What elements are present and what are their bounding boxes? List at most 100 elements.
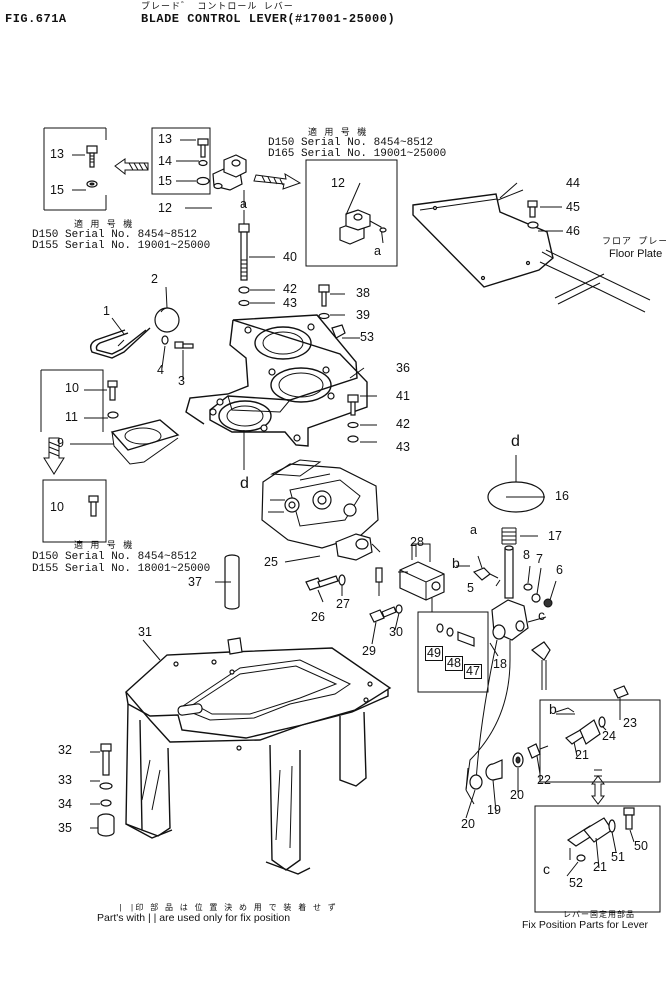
arrow-down-icon	[43, 437, 65, 475]
part-label: 35	[58, 821, 72, 835]
part-label: c	[538, 607, 545, 623]
inset-box-fix-parts	[534, 805, 661, 913]
serial-note-middle-1: D150 Serial No. 8454~8512	[268, 137, 434, 149]
part-label: 37	[188, 575, 202, 589]
serial-note-left-1: D150 Serial No. 8454~8512	[32, 229, 198, 241]
floor-plate-jp: フロア プレート	[602, 237, 666, 247]
part-label: 26	[311, 610, 325, 624]
part-label: 28	[410, 535, 424, 549]
footer-note-jp-left: | |印 部 品 は 位 置 決 め 用 で 装 着 せ ず	[118, 904, 337, 913]
part-label: 15	[50, 183, 64, 197]
lever-housing-18	[465, 527, 553, 791]
part-label: c	[543, 861, 550, 877]
page-title: BLADE CONTROL LEVER(#17001-25000)	[141, 12, 396, 26]
part-label: 11	[65, 410, 78, 424]
part-label: 50	[634, 839, 648, 853]
control-valve	[261, 459, 383, 596]
part-label: 19	[487, 803, 501, 817]
part-label: 5	[467, 581, 474, 595]
mounting-plate-36	[185, 314, 368, 470]
part-label: 52	[569, 876, 583, 890]
part-label: 18	[493, 657, 507, 671]
part-label: d	[511, 433, 520, 450]
part-label: 21	[593, 860, 607, 874]
part-label: 8	[523, 548, 530, 562]
part-label: 20	[461, 817, 475, 831]
serial-note-lower-2: D155 Serial No. 18001~25000	[32, 563, 211, 575]
part-label: 25	[264, 555, 278, 569]
part-label: 9	[57, 436, 64, 450]
part-label: 51	[611, 850, 625, 864]
part-label: b	[549, 701, 557, 717]
part-label: 2	[151, 272, 158, 286]
part-label: 16	[555, 489, 569, 503]
footer-note-jp-right: レバー固定用部品	[563, 911, 635, 920]
part-label: 1	[103, 304, 110, 318]
part-label: 21	[575, 748, 589, 762]
part-label: 12	[158, 201, 172, 215]
inset-bolt-box-lower	[42, 479, 107, 543]
bolt-26	[305, 574, 346, 591]
part-label: 23	[623, 716, 637, 730]
floor-plate-drawing	[412, 189, 651, 313]
part-label: 6	[556, 563, 563, 577]
bracket-28	[399, 543, 445, 612]
part-label-boxed: 47	[464, 664, 482, 679]
inset-box-47-49	[417, 611, 489, 693]
part-label: 45	[566, 200, 580, 214]
part-label: 40	[283, 250, 297, 264]
bolt-32	[97, 743, 115, 837]
part-label: a	[374, 244, 381, 258]
part-label: 7	[536, 552, 543, 566]
part-label: 27	[336, 597, 350, 611]
knob-cover-16	[487, 455, 545, 513]
part-label: 53	[360, 330, 374, 344]
serial-note-jp-middle: 適 用 号 機	[308, 128, 368, 138]
part-label: 30	[389, 625, 403, 639]
bolt-38	[318, 284, 346, 339]
part-label: 32	[58, 743, 72, 757]
part-label: 4	[157, 363, 164, 377]
part-label: 10	[50, 500, 64, 514]
part-label: d	[240, 475, 249, 492]
part-label-boxed: 49	[425, 646, 443, 661]
bolt-41	[347, 394, 359, 443]
part-label: 15	[158, 174, 172, 188]
part-label: 31	[138, 625, 152, 639]
part-label: 12	[331, 176, 345, 190]
part-label: 43	[396, 440, 410, 454]
part-label: 34	[58, 797, 72, 811]
part-label: 39	[356, 308, 370, 322]
part-label: 20	[510, 788, 524, 802]
part-label: 33	[58, 773, 72, 787]
part-label: 29	[362, 644, 376, 658]
serial-note-jp-left: 適 用 号 機	[74, 220, 134, 230]
inset-lever-box-right	[305, 159, 398, 267]
part-label: 46	[566, 224, 580, 238]
arrow-right-icon	[253, 172, 302, 190]
part-label: 41	[396, 389, 410, 403]
boot-9	[40, 369, 180, 465]
console-frame-31	[125, 637, 392, 875]
bolt-29	[369, 604, 403, 623]
part-label: 10	[65, 381, 79, 395]
footer-note-right: Fix Position Parts for Lever	[522, 919, 649, 931]
part-label: 3	[178, 374, 185, 388]
part-label: 42	[283, 282, 297, 296]
inset-lever-box	[151, 127, 247, 207]
serial-note-jp-lower: 適 用 号 機	[74, 541, 134, 551]
serial-note-lower-1: D150 Serial No. 8454~8512	[32, 551, 198, 563]
arrow-left-icon	[114, 158, 149, 176]
part-label: 43	[283, 296, 297, 310]
part-label: b	[452, 555, 460, 571]
part-label: 13	[50, 147, 64, 161]
part-label: 42	[396, 417, 410, 431]
title-japanese: ブレード゛ コントロール レバー	[141, 2, 294, 12]
double-arrow-icon	[591, 775, 605, 805]
part-label: 22	[537, 773, 551, 787]
part-label: 13	[158, 132, 172, 146]
part-label: 38	[356, 286, 370, 300]
footer-note-left: Part's with | | are used only for fix po…	[97, 912, 291, 924]
part-label: a	[240, 197, 247, 211]
